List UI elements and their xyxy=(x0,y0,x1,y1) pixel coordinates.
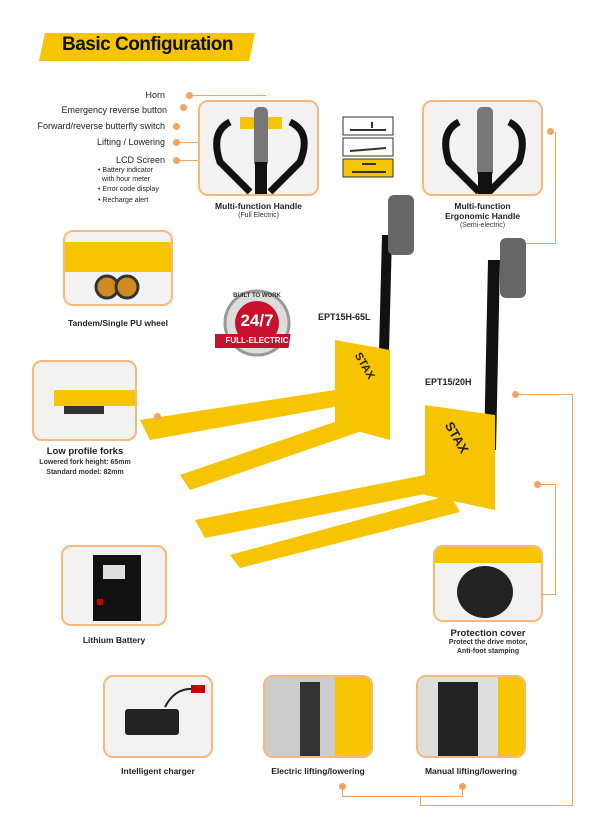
leader-line xyxy=(342,796,463,797)
badge-top-text: BUILT TO WORK xyxy=(233,293,281,299)
badge-bottom-text: FULL-ELECTRIC xyxy=(225,336,289,345)
leader-line xyxy=(520,243,556,244)
low-profile-forks-image xyxy=(32,360,137,441)
leader-dot xyxy=(459,783,466,790)
built-to-work-badge xyxy=(215,289,291,357)
full-handle-caption: Multi-function Handle xyxy=(215,201,302,211)
leader-line xyxy=(190,95,266,96)
manual-lifting-image xyxy=(416,675,526,758)
leader-dot xyxy=(173,157,180,164)
bullet-text: Battery indicator xyxy=(102,167,153,174)
bullet-text: Recharge alert xyxy=(102,197,149,204)
page-title: Basic Configuration xyxy=(62,34,234,55)
lithium-battery-image xyxy=(61,545,167,626)
full-handle-sub: (Full Electric) xyxy=(238,212,279,219)
leader-dot xyxy=(547,128,554,135)
forks-caption: Low profile forks xyxy=(46,446,124,457)
handle-illustration xyxy=(213,107,308,194)
badge-main-text: 24/7 xyxy=(240,311,274,330)
leader-line xyxy=(420,796,421,806)
bullet-text: Error code display xyxy=(102,186,159,193)
bullet-text: with hour meter xyxy=(101,176,151,183)
leader-dot xyxy=(512,391,519,398)
semi-handle-caption: Multi-function xyxy=(454,201,511,211)
label-emergency: Emergency reverse button xyxy=(61,105,167,115)
leader-line xyxy=(555,132,556,244)
bullet-recharge: • Recharge alert xyxy=(98,197,149,204)
bullet-error: • Error code display xyxy=(98,186,159,193)
bullet-battery: • Battery indicator with hour meter xyxy=(98,167,153,183)
label-switch: Forward/reverse butterfly switch xyxy=(37,121,165,131)
tandem-wheel-image xyxy=(63,230,173,306)
protection-caption: Protection cover xyxy=(450,628,526,639)
tandem-caption: Tandem/Single PU wheel xyxy=(68,318,168,328)
leader-dot xyxy=(154,413,161,420)
full-handle-image xyxy=(198,100,319,196)
model-label-ept15h-65l: EPT15H-65L xyxy=(318,312,371,322)
pallet-trucks-illustration xyxy=(140,195,526,568)
label-horn: Horn xyxy=(145,90,165,100)
electric-lifting-image xyxy=(263,675,373,758)
leader-dot xyxy=(534,481,541,488)
leader-dot xyxy=(173,123,180,130)
cover-illustration xyxy=(435,547,541,618)
protection-sub-2: Anti-foot stamping xyxy=(456,648,520,655)
charger-caption: Intelligent charger xyxy=(121,766,195,776)
protection-sub-1: Protect the drive motor, xyxy=(448,639,528,646)
semi-handle-image xyxy=(422,100,543,196)
leader-line xyxy=(541,484,555,485)
leader-line xyxy=(517,394,573,395)
semi-handle-sub: (Semi-electric) xyxy=(459,222,506,229)
leader-dot xyxy=(173,139,180,146)
leader-dot xyxy=(339,783,346,790)
manual-lift-illustration xyxy=(418,677,524,756)
handle-illustration xyxy=(442,107,526,194)
charger-image xyxy=(103,675,213,758)
label-lifting: Lifting / Lowering xyxy=(96,137,165,147)
manual-caption: Manual lifting/lowering xyxy=(424,766,518,776)
charger-illustration xyxy=(125,685,205,735)
leader-line xyxy=(342,787,343,797)
electric-caption: Electric lifting/lowering xyxy=(271,766,365,776)
leader-dot xyxy=(180,104,187,111)
wheel-illustration xyxy=(65,242,171,300)
forks-sub-1: Lowered fork height: 65mm xyxy=(39,459,131,466)
model-label-ept15-20h: EPT15/20H xyxy=(425,377,472,387)
forks-illustration xyxy=(54,390,135,414)
leader-line xyxy=(541,594,556,595)
leader-dot xyxy=(186,92,193,99)
electric-lift-illustration xyxy=(265,677,371,756)
lift-mode-icons xyxy=(342,116,394,178)
forks-sub-2: Standard model: 82mm xyxy=(46,469,124,476)
leader-line xyxy=(555,484,556,594)
battery-illustration xyxy=(93,555,141,621)
leader-line xyxy=(572,394,573,806)
battery-caption: Lithium Battery xyxy=(82,635,146,645)
label-lcd: LCD Screen xyxy=(115,155,165,165)
semi-handle-caption-2: Ergonomic Handle xyxy=(444,211,521,221)
protection-cover-image xyxy=(433,545,543,622)
leader-line xyxy=(462,787,463,797)
leader-line xyxy=(420,805,573,806)
